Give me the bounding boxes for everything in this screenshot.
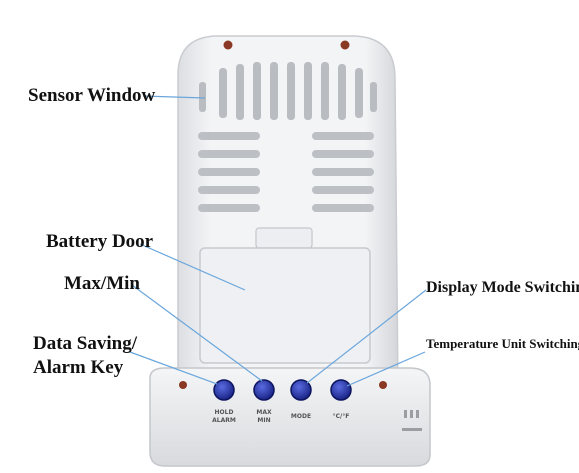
leader-battery (139, 243, 246, 291)
screw-top-left (223, 40, 233, 50)
screw-base-left (179, 381, 187, 389)
port (402, 410, 422, 431)
battery-door (199, 247, 371, 364)
button-label: MODE (291, 413, 311, 420)
vents-left (198, 132, 260, 212)
label-sensor-window: Sensor Window (28, 85, 156, 106)
button-label: HOLD (215, 409, 234, 416)
screw-base-right (379, 381, 387, 389)
button-label: °C/°F (333, 413, 350, 420)
leader-lines (129, 95, 427, 387)
max-min-button[interactable] (253, 379, 275, 401)
buttons (213, 379, 352, 401)
label-alarm-key: Alarm Key (33, 357, 124, 378)
vents-right (312, 132, 374, 212)
button-label: MAX (256, 409, 272, 416)
label-max-min: Max/Min (64, 273, 140, 294)
sensor-window (199, 62, 377, 120)
screw-top-right (340, 40, 350, 50)
label-temperature-unit: Temperature Unit Switching (426, 336, 579, 351)
button-label: MIN (257, 417, 270, 424)
battery-latch (255, 227, 313, 249)
label-display-mode: Display Mode Switching (426, 279, 579, 296)
button-label: ALARM (212, 417, 236, 424)
mode-button[interactable] (290, 379, 312, 401)
hold-alarm-button[interactable] (213, 379, 235, 401)
leader-hold (129, 351, 218, 385)
unit-button[interactable] (330, 379, 352, 401)
leader-sensor (142, 95, 206, 99)
leader-maxmin (131, 284, 263, 382)
leader-mode (306, 289, 427, 384)
label-battery-door: Battery Door (46, 231, 154, 252)
label-data-saving: Data Saving/ (33, 333, 137, 354)
leader-unit (346, 351, 426, 387)
